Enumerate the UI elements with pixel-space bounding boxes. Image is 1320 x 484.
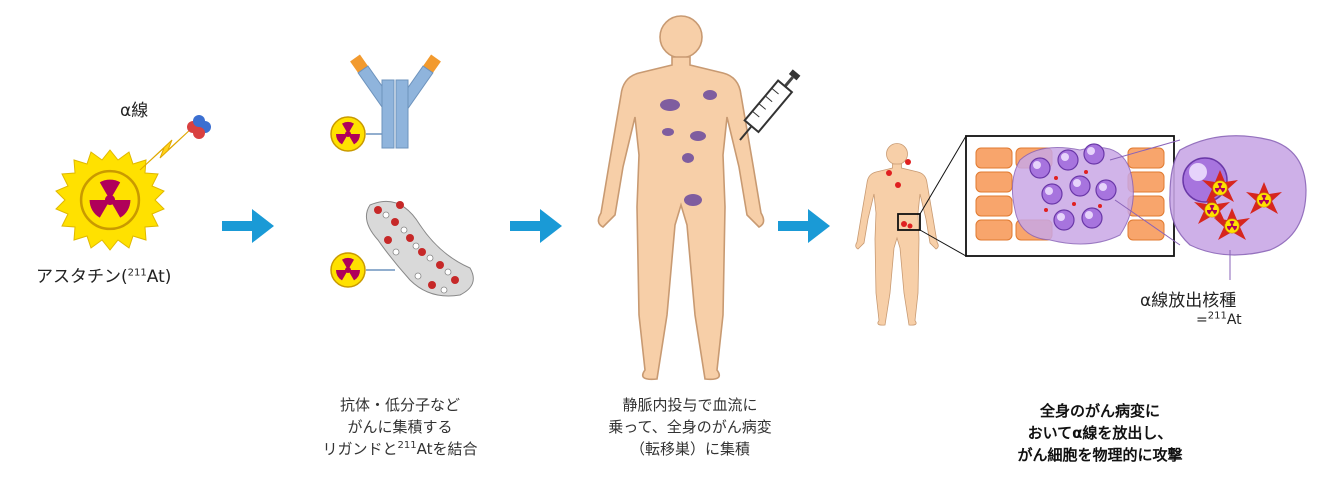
tissue-zoom-inset xyxy=(965,135,1175,257)
alpha-ray-label: α線 xyxy=(120,101,149,121)
small-human-body-figure xyxy=(855,143,939,326)
alpha-ray-lightning-icon xyxy=(139,127,193,171)
red-lesions xyxy=(886,159,913,229)
alpha-emitter-label: α線放出核種 xyxy=(1140,291,1237,311)
zoom-source-box xyxy=(897,213,921,231)
ligand-caption: 抗体・低分子など がんに集積する リガンドと211Atを結合 xyxy=(322,396,478,458)
arrow-right-3 xyxy=(778,209,830,243)
arrow-right-1 xyxy=(222,209,274,243)
cancer-cell-closeup xyxy=(1169,135,1307,256)
astatine-label: アスタチン(211At) xyxy=(36,267,172,287)
small-molecule-icon xyxy=(365,200,474,297)
antibody-icon xyxy=(350,54,441,149)
iv-administration-caption: 静脈内投与で血流に 乗って、全身のがん病変 （転移巣）に集積 xyxy=(608,396,772,458)
antibody-radionuclide-icon xyxy=(330,116,382,152)
syringe-icon xyxy=(739,69,801,141)
molecule-radionuclide-icon xyxy=(330,252,395,288)
human-body-figure xyxy=(597,15,765,381)
arrow-right-2 xyxy=(510,209,562,243)
alpha-emitter-symbol: =211At xyxy=(1196,310,1242,328)
alpha-particle-icon xyxy=(187,115,211,139)
astatine-burst-icon xyxy=(55,149,165,251)
attack-caption: 全身のがん病変に おいてα線を放出し、 がん細胞を物理的に攻撃 xyxy=(1017,402,1183,464)
tumor-lesions xyxy=(660,90,717,206)
